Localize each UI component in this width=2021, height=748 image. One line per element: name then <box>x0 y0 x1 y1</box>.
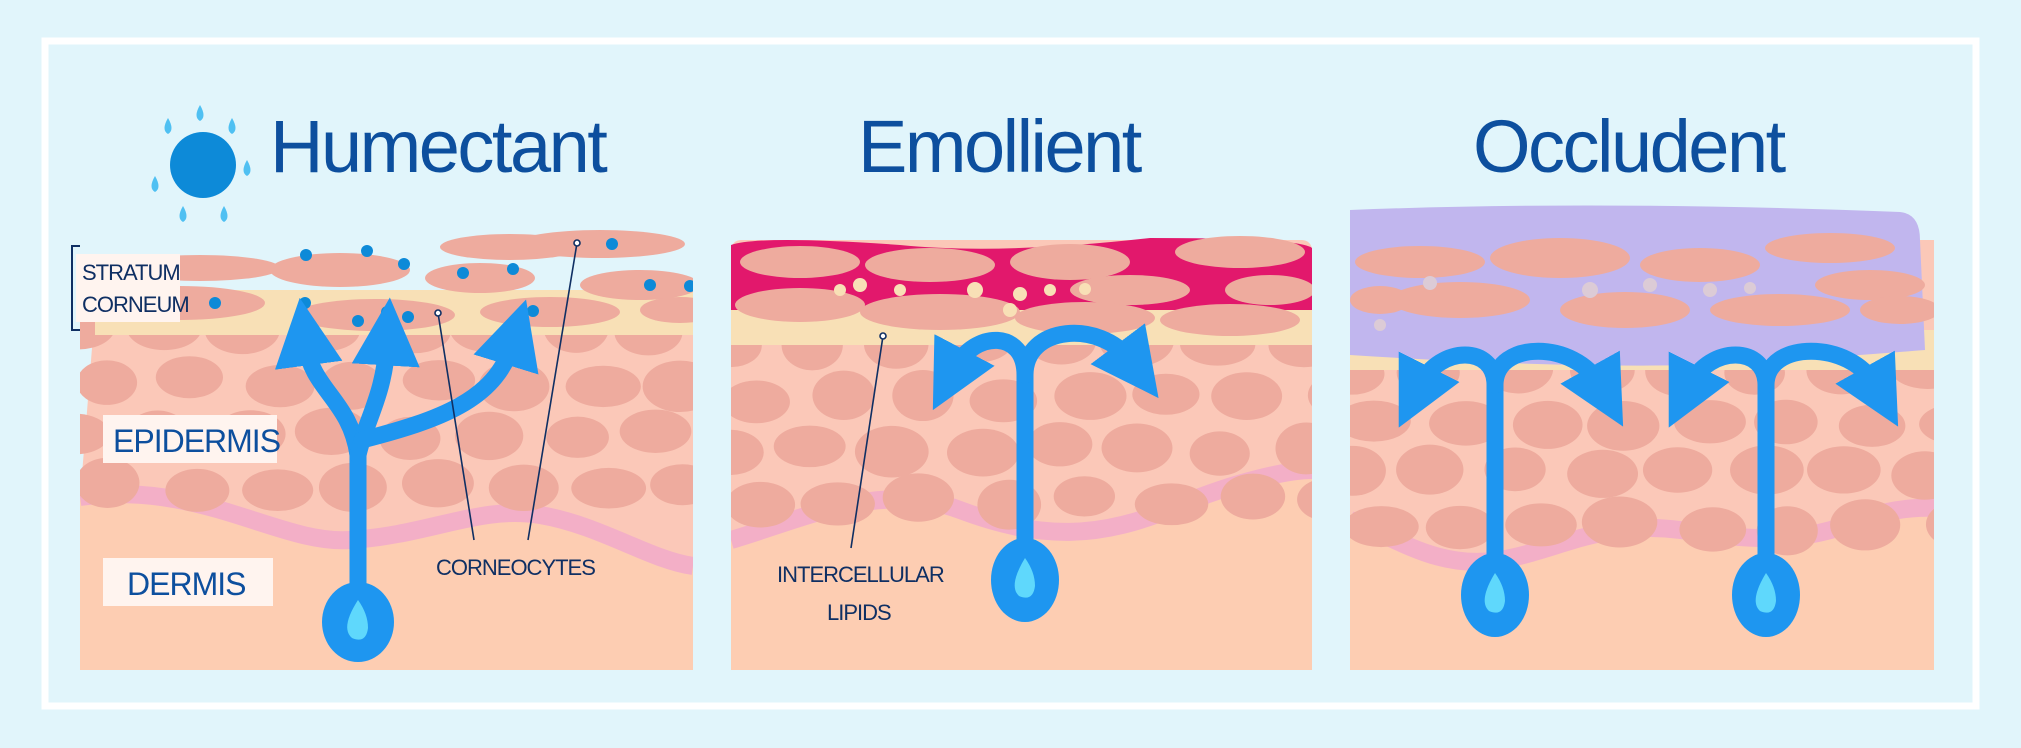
title-occludent: Occludent <box>1473 105 1786 188</box>
water-droplet-icon <box>322 582 394 662</box>
water-droplet-icon <box>1732 553 1800 637</box>
stratum-label: STRATUM <box>82 260 181 285</box>
epidermal-cell <box>1679 507 1747 552</box>
epidermal-cell <box>1891 451 1934 500</box>
epidermal-cell <box>731 481 796 528</box>
dermis-label: DERMIS <box>127 566 246 602</box>
water-flow-arrows <box>275 297 539 609</box>
water-sun-icon <box>151 105 251 222</box>
epidermal-cell <box>565 365 641 408</box>
epidermal-cell <box>1567 449 1639 498</box>
corneum-label: CORNEUM <box>82 292 190 317</box>
epidermal-cell <box>1220 473 1286 520</box>
epidermal-cell <box>854 425 929 478</box>
epidermal-cell <box>1587 400 1660 451</box>
epidermal-cell <box>1053 476 1116 517</box>
epidermal-cell <box>642 360 693 413</box>
epidermal-cell <box>800 482 875 526</box>
epidermal-cell <box>80 413 110 455</box>
epidermal-cell <box>1512 400 1583 449</box>
epidermal-cell <box>1505 503 1577 547</box>
epidermal-cell <box>245 365 315 408</box>
stratum-corneum-label-box: STRATUM CORNEUM <box>76 254 190 322</box>
epidermal-cell <box>1134 483 1209 526</box>
epidermal-cell <box>80 360 138 405</box>
epidermis-label-box: EPIDERMIS <box>103 415 281 463</box>
epidermal-cell <box>1673 400 1746 444</box>
epidermal-cell <box>1425 505 1495 550</box>
epidermal-cell <box>1925 508 1934 540</box>
epidermal-cell <box>80 457 140 508</box>
epidermal-cell <box>946 428 1019 477</box>
epidermal-cell <box>1807 446 1881 494</box>
epidermal-cell <box>1830 499 1901 551</box>
epidermal-cell <box>731 380 790 424</box>
epidermal-cell <box>619 409 692 453</box>
epidermal-cell <box>165 468 230 512</box>
epidermal-cell <box>1350 400 1411 442</box>
epidermal-cell <box>1919 408 1934 441</box>
epidermal-cell <box>1581 496 1658 548</box>
epidermal-cell <box>401 459 474 508</box>
intercellular-lipids <box>834 278 1091 317</box>
epidermal-cell <box>488 464 559 511</box>
water-droplet-icon <box>1461 553 1529 637</box>
epidermal-cell <box>1838 404 1906 447</box>
dermis-label-box: DERMIS <box>103 558 273 606</box>
epidermal-cell <box>242 469 314 512</box>
water-droplet-icon <box>991 538 1059 622</box>
outer-frame <box>41 37 1980 710</box>
epidermal-cell <box>1027 422 1093 467</box>
epidermal-cell <box>455 411 524 461</box>
epidermal-cell <box>155 356 224 399</box>
lipids-label: LIPIDS <box>827 600 892 625</box>
title-emollient: Emollient <box>858 105 1142 188</box>
epidermis-label: EPIDERMIS <box>113 423 281 459</box>
epidermal-cell <box>1101 423 1173 473</box>
corneocytes-pointer-lines <box>434 239 581 541</box>
title-humectant: Humectant <box>270 105 608 188</box>
epidermal-cell <box>1297 481 1312 519</box>
panel-humectant-skin <box>80 230 693 670</box>
lipids-pointer-line <box>850 332 887 549</box>
epidermal-cell <box>773 425 846 468</box>
epidermal-cell <box>571 467 647 509</box>
epidermal-cell <box>812 370 875 420</box>
epidermal-cell <box>882 473 954 522</box>
epidermal-cell <box>650 464 693 506</box>
epidermal-cell <box>1642 447 1713 493</box>
corneocytes-label: CORNEOCYTES <box>436 555 596 580</box>
epidermal-cell <box>1275 422 1312 475</box>
epidermal-cell <box>1350 506 1419 548</box>
epidermal-cell <box>1350 445 1386 496</box>
panel-emollient-skin <box>731 236 1312 670</box>
epidermal-cell <box>402 360 476 401</box>
epidermal-cell <box>1132 373 1200 415</box>
epidermal-cell <box>1396 444 1464 495</box>
panel-occludent-skin <box>1350 205 1934 670</box>
epidermal-cell <box>546 416 609 458</box>
epidermal-cell <box>1054 372 1127 420</box>
epidermal-cell <box>731 429 764 476</box>
epidermal-cell <box>1211 372 1283 421</box>
epidermal-cell <box>1189 431 1250 476</box>
epidermal-cell <box>1307 384 1312 407</box>
intercellular-label: INTERCELLULAR <box>777 562 945 587</box>
stratum-corneum-bracket <box>71 245 80 331</box>
epidermal-cell <box>892 369 954 422</box>
